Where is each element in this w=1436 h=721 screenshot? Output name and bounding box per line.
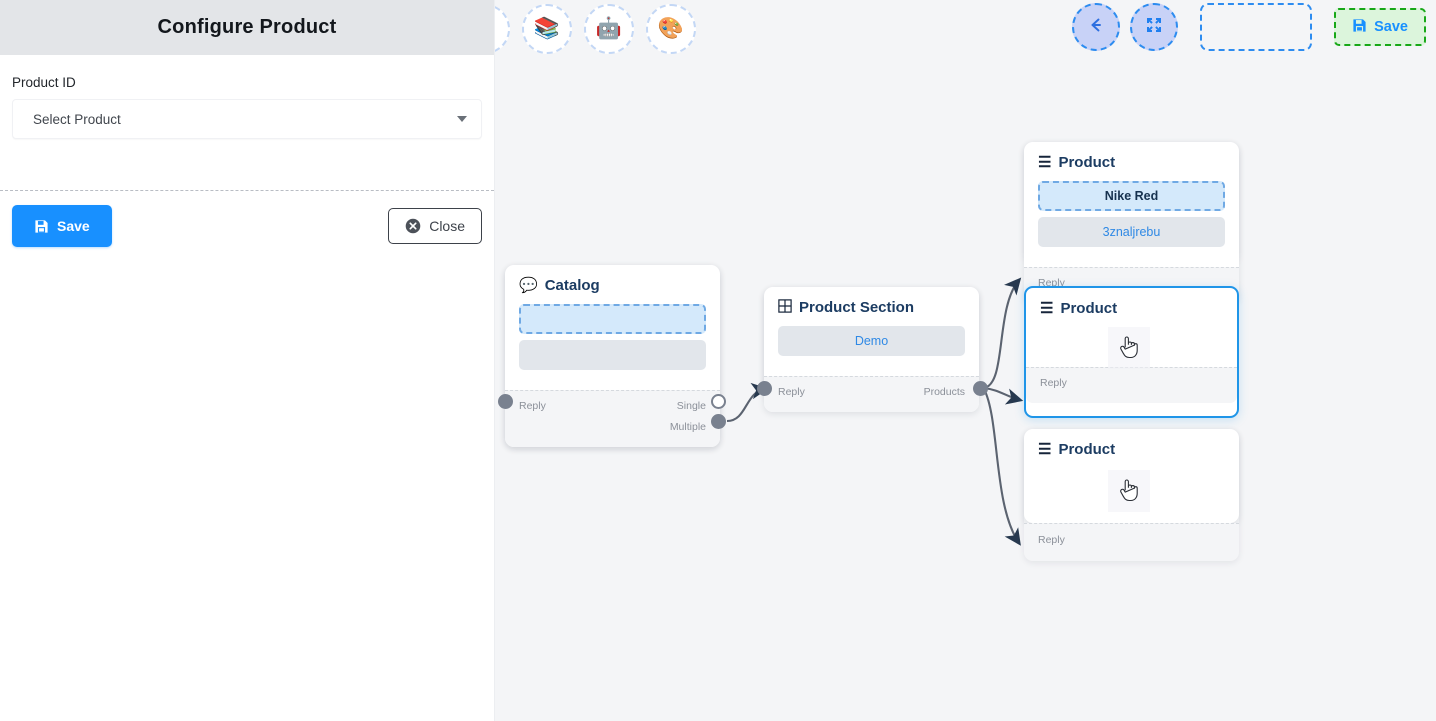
node-header: ☰ Product (1026, 288, 1237, 317)
stack-overflow-icon: 📚 (533, 17, 561, 40)
port-handle-reply-in[interactable] (498, 394, 513, 409)
node-title: Product (1058, 441, 1116, 458)
port-label-reply: Reply (519, 400, 546, 412)
port-label-multiple: Multiple (669, 421, 706, 433)
compress-arrows-icon (1144, 15, 1164, 40)
node-footer: Reply Single Multiple (505, 390, 720, 447)
node-header: Product Section (764, 287, 979, 316)
product-id-label: Product ID (12, 75, 76, 90)
flow-canvas[interactable]: 📚 🤖 🎨 (495, 0, 1436, 721)
node-footer: Reply Products (764, 376, 979, 412)
save-icon (34, 219, 49, 234)
cursor-highlight (1108, 470, 1150, 512)
palette-icon-button[interactable]: 🎨 (646, 4, 696, 54)
node-title: Catalog (544, 277, 600, 294)
list-icon: ☰ (1040, 300, 1054, 317)
fit-to-screen-button[interactable] (1130, 3, 1179, 51)
robot-icon: 🤖 (595, 17, 623, 40)
port-handle-reply-in[interactable] (757, 381, 772, 396)
chevron-down-icon (457, 116, 467, 122)
chat-bubble-icon: 💬 (519, 277, 538, 294)
node-title: Product (1060, 300, 1118, 317)
node-slot-variant[interactable]: 3znaljrebu (1038, 217, 1225, 247)
canvas-save-button[interactable]: Save (1334, 8, 1426, 46)
port-label-reply: Reply (778, 386, 805, 398)
save-icon (1352, 18, 1367, 37)
port-handle-products-out[interactable] (973, 381, 988, 396)
tool-button-partial[interactable] (495, 4, 510, 54)
toolbar-placeholder-box (1200, 3, 1313, 51)
node-body: Nike Red 3znaljrebu (1024, 171, 1239, 267)
node-header: 💬 Catalog (505, 265, 720, 294)
node-header: ☰ Product (1024, 142, 1239, 171)
cursor-highlight (1108, 327, 1150, 369)
port-handle-multiple-out[interactable] (711, 414, 726, 429)
node-title: Product Section (799, 299, 915, 316)
flow-node-product-top[interactable]: ☰ Product Nike Red 3znaljrebu Reply (1024, 142, 1239, 303)
stack-overflow-icon-button[interactable]: 📚 (522, 4, 572, 54)
close-icon (405, 218, 421, 234)
node-footer: Reply (1024, 523, 1239, 561)
close-button-label: Close (429, 218, 465, 234)
node-body (505, 294, 720, 390)
save-button-label: Save (57, 218, 90, 234)
port-label-products: Products (923, 386, 965, 398)
close-button[interactable]: Close (388, 208, 482, 244)
canvas-save-label: Save (1374, 19, 1408, 35)
port-label-reply: Reply (1040, 377, 1067, 389)
node-slot-empty-primary[interactable] (519, 304, 706, 334)
node-slot-demo[interactable]: Demo (778, 326, 965, 356)
list-icon: ☰ (1038, 441, 1052, 458)
flow-node-product-section[interactable]: Product Section Demo Reply Products (764, 287, 979, 412)
list-icon: ☰ (1038, 154, 1052, 171)
save-button[interactable]: Save (12, 205, 112, 247)
node-slot-empty-secondary[interactable] (519, 340, 706, 370)
node-slot-product-name[interactable]: Nike Red (1038, 181, 1225, 211)
select-product-dropdown[interactable]: Select Product (12, 99, 482, 139)
canvas-toolbar-left: 📚 🤖 🎨 (495, 4, 696, 54)
node-footer: Reply (1026, 367, 1237, 403)
panel-header: Configure Product (0, 0, 494, 55)
flow-node-catalog[interactable]: 💬 Catalog Reply Single Multiple (505, 265, 720, 447)
arrow-left-icon (1086, 15, 1106, 40)
page-title: Configure Product (157, 16, 337, 38)
panel-divider (0, 190, 494, 191)
select-product-value: Select Product (33, 111, 121, 127)
back-button[interactable] (1072, 3, 1121, 51)
node-title: Product (1058, 154, 1116, 171)
configure-product-panel: Configure Product Product ID Select Prod… (0, 0, 495, 721)
panel-actions: Save Close (0, 191, 494, 247)
node-header: ☰ Product (1024, 429, 1239, 458)
port-handle-single-out[interactable] (711, 394, 726, 409)
table-icon (778, 299, 792, 316)
palette-icon: 🎨 (657, 17, 685, 40)
panel-form: Product ID Select Product (0, 55, 494, 190)
robot-icon-button[interactable]: 🤖 (584, 4, 634, 54)
node-body: Demo (764, 316, 979, 376)
canvas-toolbar-right: Save (1072, 3, 1426, 51)
port-label-single: Single (676, 400, 706, 412)
port-label-reply: Reply (1038, 534, 1065, 546)
